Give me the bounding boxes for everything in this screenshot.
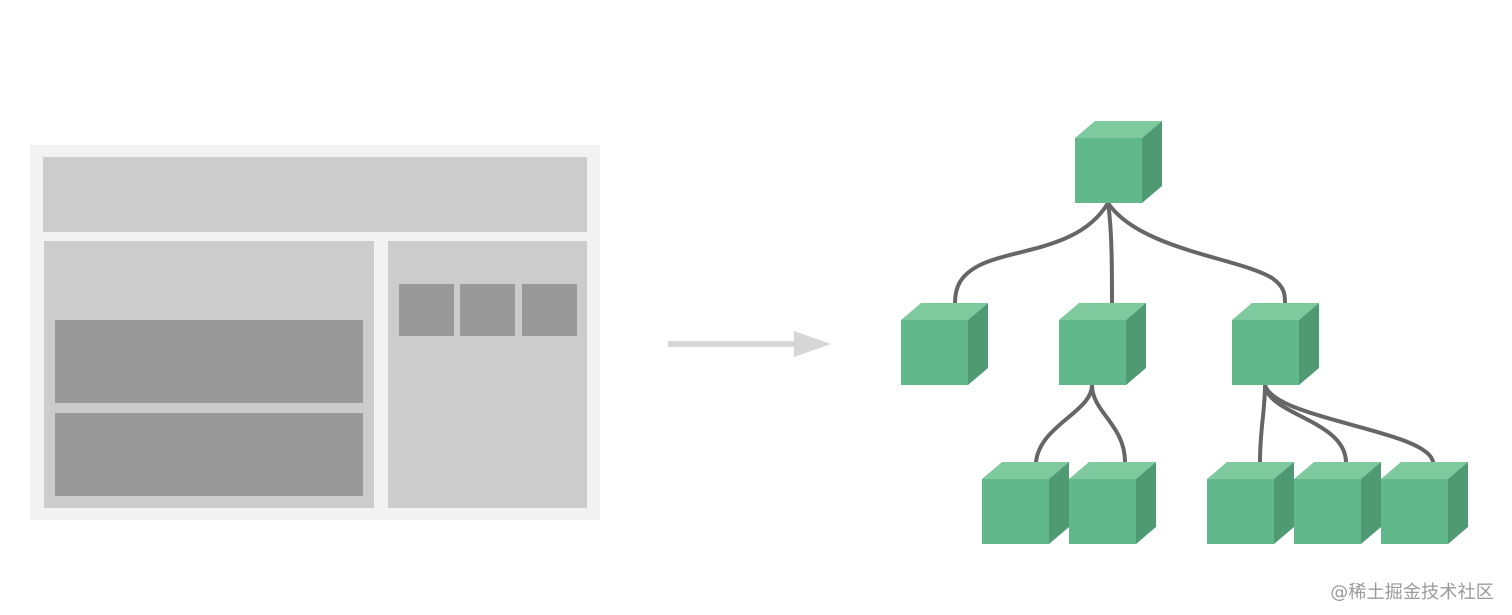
cube-side-face <box>1142 121 1162 203</box>
sidebar-block-2 <box>460 284 515 336</box>
middle-to-grandchild-1-connector <box>1034 383 1094 464</box>
tree-connectors <box>953 201 1435 464</box>
cube-front-face <box>1207 479 1274 544</box>
middle-to-grandchild-2-connector <box>1090 383 1127 464</box>
root-to-right-connector <box>1106 201 1287 305</box>
grandchild-right-1-cube-icon <box>1207 462 1294 544</box>
cube-front-face <box>1294 479 1361 544</box>
cube-side-face <box>1361 462 1381 544</box>
child-middle-cube-icon <box>1059 303 1146 385</box>
cube-front-face <box>1075 138 1142 203</box>
right-to-grandchild-3-connector <box>1263 383 1435 464</box>
cube-front-face <box>1069 479 1136 544</box>
cube-front-face <box>1059 320 1126 385</box>
cube-top-face <box>1232 303 1319 320</box>
cube-top-face <box>1075 121 1162 138</box>
header-panel <box>43 157 587 232</box>
grandchild-middle-2-cube-icon <box>1069 462 1156 544</box>
grandchild-right-2-cube-icon <box>1294 462 1381 544</box>
right-to-grandchild-1-connector <box>1258 383 1267 464</box>
cube-front-face <box>901 320 968 385</box>
cube-side-face <box>968 303 988 385</box>
cube-top-face <box>1207 462 1294 479</box>
cube-side-face <box>1274 462 1294 544</box>
child-left-cube-icon <box>901 303 988 385</box>
arrow-line <box>668 341 795 347</box>
main-content-block-2 <box>55 413 363 496</box>
cube-top-face <box>1069 462 1156 479</box>
cube-front-face <box>1232 320 1299 385</box>
cube-side-face <box>1126 303 1146 385</box>
root-to-left-connector <box>953 201 1110 305</box>
grandchild-middle-1-cube-icon <box>982 462 1069 544</box>
watermark: @稀土掘金技术社区 <box>1330 582 1494 603</box>
grandchild-right-3-cube-icon <box>1381 462 1468 544</box>
sidebar-block-3 <box>522 284 577 336</box>
cube-top-face <box>982 462 1069 479</box>
cube-side-face <box>1448 462 1468 544</box>
sidebar-block-1 <box>399 284 454 336</box>
tree-nodes <box>901 121 1468 544</box>
arrow-head-icon <box>794 331 831 357</box>
main-content-block-1 <box>55 320 363 403</box>
cube-top-face <box>1381 462 1468 479</box>
cube-front-face <box>1381 479 1448 544</box>
root-to-middle-connector <box>1106 201 1114 305</box>
cube-top-face <box>1294 462 1381 479</box>
cube-side-face <box>1049 462 1069 544</box>
cube-top-face <box>901 303 988 320</box>
child-right-cube-icon <box>1232 303 1319 385</box>
cube-top-face <box>1059 303 1146 320</box>
root-cube-icon <box>1075 121 1162 203</box>
cube-front-face <box>982 479 1049 544</box>
cube-side-face <box>1136 462 1156 544</box>
cube-side-face <box>1299 303 1319 385</box>
